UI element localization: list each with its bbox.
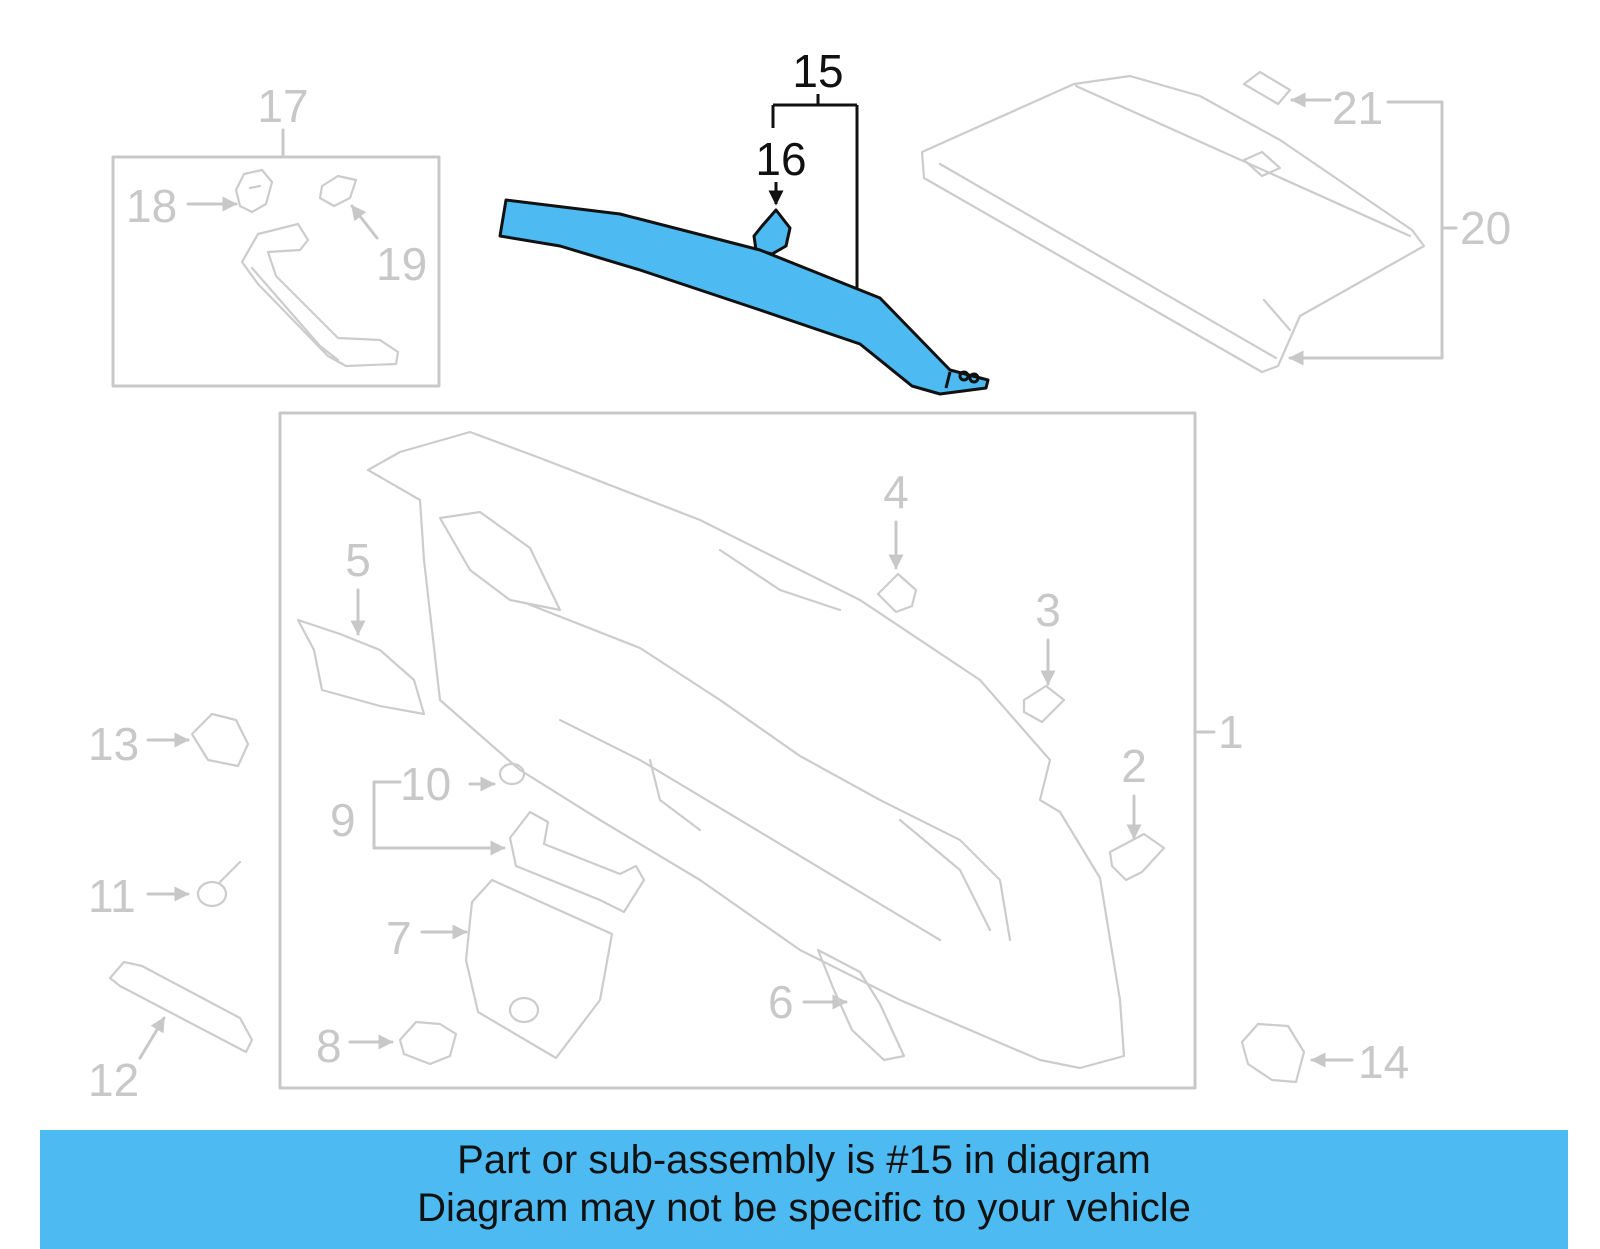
callout-9: 9	[330, 794, 356, 846]
group-1: 1 4 3 5 9 10 7 8 6 2	[278, 411, 1244, 1090]
part-2-clip	[1108, 832, 1166, 882]
part-17-bracket	[240, 222, 400, 368]
arrow-12	[138, 1016, 166, 1060]
part-9-bracket	[508, 810, 646, 914]
bracket-9	[372, 780, 506, 856]
part-13-clip	[190, 712, 250, 768]
banner-part-note: Part or sub-assembly is #15 in diagram	[457, 1138, 1151, 1182]
callout-20: 20	[1460, 202, 1511, 254]
part-15-molding	[498, 198, 990, 396]
callout-21: 21	[1332, 82, 1383, 134]
part-3-clip	[1022, 684, 1066, 724]
bracket-20	[1288, 100, 1444, 366]
part-19-clip	[318, 174, 358, 208]
callout-15: 15	[792, 45, 843, 97]
part-12-strip	[108, 960, 254, 1054]
callout-8: 8	[316, 1020, 342, 1072]
callout-19: 19	[376, 238, 427, 290]
box-1-frame	[278, 411, 1197, 1090]
callout-5: 5	[345, 534, 371, 586]
callout-13: 13	[88, 718, 139, 770]
info-banner: Part or sub-assembly is #15 in diagram D…	[40, 1130, 1568, 1249]
part-8-clip	[398, 1020, 458, 1066]
callout-14: 14	[1358, 1036, 1409, 1088]
part-20-cargo-cover	[920, 74, 1426, 374]
part-6-cover	[816, 948, 906, 1062]
part-5-cover	[296, 618, 426, 716]
part-14-clip	[1240, 1022, 1306, 1084]
callout-6: 6	[768, 976, 794, 1028]
part-15-end-detail	[944, 370, 980, 389]
part-7-panel	[464, 878, 614, 1060]
arrow-19	[350, 204, 379, 240]
part-20-handle	[1242, 150, 1282, 178]
part-16-clip	[752, 208, 792, 256]
callout-4: 4	[883, 466, 909, 518]
callout-16: 16	[755, 133, 806, 185]
part-11-screw	[196, 860, 242, 908]
callout-10: 10	[400, 758, 451, 810]
part-1-liftgate-trim	[366, 430, 1126, 1070]
callout-1: 1	[1218, 706, 1244, 758]
callout-7: 7	[386, 912, 412, 964]
callout-17: 17	[257, 80, 308, 132]
callout-11: 11	[88, 870, 136, 922]
part-1-detail	[438, 510, 1012, 942]
group-loose-left: 13 11 12	[88, 712, 254, 1106]
box-17-frame	[111, 155, 441, 388]
part-18-clip	[234, 168, 274, 214]
callout-3: 3	[1035, 584, 1061, 636]
group-17: 17 18 19	[111, 80, 441, 388]
group-20: 21 20	[920, 70, 1511, 374]
group-14: 14	[1240, 1022, 1409, 1088]
callout-18: 18	[126, 180, 177, 232]
part-10-plug	[498, 762, 526, 786]
part-21-clip	[1242, 70, 1292, 106]
bracket-15	[771, 94, 859, 300]
banner-disclaimer: Diagram may not be specific to your vehi…	[417, 1186, 1191, 1230]
group-15: 15 16	[498, 45, 990, 396]
part-4-clip	[876, 572, 918, 614]
callout-2: 2	[1121, 740, 1147, 792]
callout-12: 12	[88, 1054, 139, 1106]
